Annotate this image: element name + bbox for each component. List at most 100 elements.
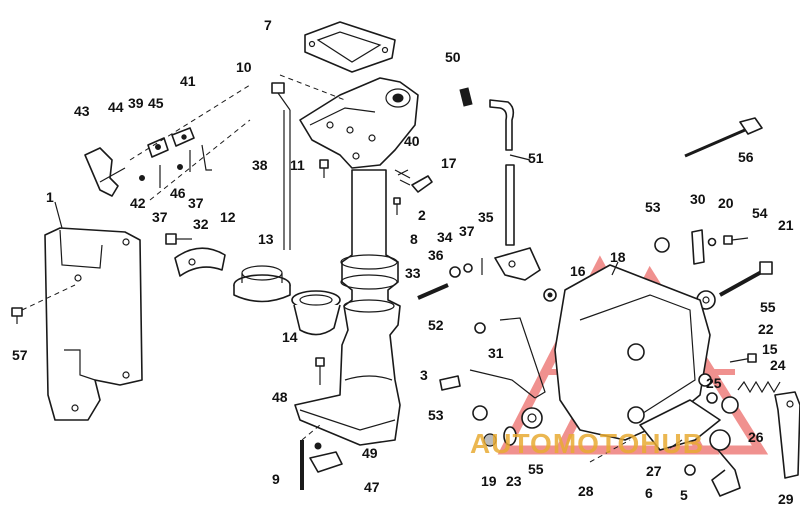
callout-14: 14 [282, 329, 298, 345]
watermark-text: AUTOMOTOHUB [470, 428, 704, 459]
part-26-washer [721, 396, 739, 414]
callout-27: 27 [646, 463, 662, 479]
part-8-housing [294, 169, 401, 446]
callout-24: 24 [770, 357, 786, 373]
part-21-bolt [719, 261, 773, 297]
callout-31: 31 [488, 345, 504, 361]
callout-56: 56 [738, 149, 754, 165]
part-32-bolt [165, 233, 192, 245]
part-17-clip [411, 175, 433, 193]
callout-44: 44 [108, 99, 124, 115]
callout-45: 45 [148, 95, 164, 111]
callout-49: 49 [362, 445, 378, 461]
part-1-shroud [44, 227, 143, 421]
part-5-clamp-screw [709, 429, 741, 497]
callout-34: 34 [437, 229, 453, 245]
callout-57: 57 [12, 347, 28, 363]
callout-32: 32 [193, 216, 209, 232]
part-2-screw [393, 197, 401, 215]
callout-51: 51 [528, 150, 544, 166]
part-53-nut-upper [654, 237, 670, 253]
callout-52: 52 [428, 317, 444, 333]
callout-16: 16 [570, 263, 586, 279]
part-24-spring [737, 380, 781, 394]
callout-40: 40 [404, 133, 420, 149]
callout-50: 50 [445, 49, 461, 65]
part-6-ring [684, 464, 696, 476]
callout-39: 39 [128, 95, 144, 111]
callout-13: 13 [258, 231, 274, 247]
callout-38: 38 [252, 157, 268, 173]
part-34-36 [449, 258, 483, 278]
callout-53-a: 53 [428, 407, 444, 423]
part-10-cap [271, 82, 285, 94]
part-47-plate [309, 451, 343, 473]
part-57-bolt [11, 307, 23, 324]
callout-11: 11 [290, 157, 305, 173]
part-3-block [439, 375, 461, 391]
callout-48: 48 [272, 389, 288, 405]
part-14-mount [291, 290, 341, 336]
part-12-clamp [174, 247, 226, 277]
part-25-nut [698, 373, 718, 404]
part-53-nut-lower [472, 405, 488, 421]
callout-53-b: 53 [645, 199, 661, 215]
part-15-bolt [729, 353, 757, 363]
callout-5: 5 [680, 487, 688, 503]
callout-55-a: 55 [528, 461, 544, 477]
callout-26: 26 [748, 429, 764, 445]
callout-1: 1 [46, 189, 54, 205]
part-29-lever [774, 391, 800, 479]
callout-18: 18 [610, 249, 626, 265]
part-42-46 [139, 164, 183, 181]
callout-19: 19 [481, 473, 497, 489]
callout-43: 43 [74, 103, 90, 119]
part-33-pin [417, 283, 449, 300]
part-51-hoses [489, 99, 515, 246]
callout-55-b: 55 [760, 299, 776, 315]
part-52-screw [474, 322, 486, 334]
part-40-spring [394, 169, 411, 186]
callout-6: 6 [645, 485, 653, 501]
part-35-bracket [494, 247, 541, 281]
callout-41: 41 [180, 73, 196, 89]
part-31-handle [469, 317, 546, 399]
part-37-pins [159, 144, 212, 188]
callout-2: 2 [418, 207, 426, 223]
callout-33: 33 [405, 265, 421, 281]
part-48-bolt [315, 357, 325, 385]
callout-22: 22 [758, 321, 774, 337]
callout-35: 35 [478, 209, 494, 225]
callout-12: 12 [220, 209, 236, 225]
callout-20: 20 [718, 195, 734, 211]
part-45-cam [147, 137, 169, 158]
part-steering-head [299, 77, 419, 169]
part-22-clamp-bracket [554, 264, 721, 451]
part-28-pin [589, 439, 631, 463]
part-16-nut [543, 288, 557, 302]
callout-17: 17 [441, 155, 457, 171]
part-50-fitting [459, 87, 473, 107]
part-27-pin [669, 439, 683, 449]
part-23-washer [503, 426, 517, 446]
callout-36: 36 [428, 247, 444, 263]
callout-10: 10 [236, 59, 252, 75]
part-56-rod [684, 117, 763, 158]
callout-37-c: 37 [188, 195, 204, 211]
part-19-nut [483, 433, 497, 447]
callout-47: 47 [364, 479, 380, 495]
callout-21: 21 [778, 217, 794, 233]
callout-23: 23 [506, 473, 522, 489]
callout-8: 8 [410, 231, 418, 247]
callout-9: 9 [272, 471, 280, 487]
callout-25: 25 [706, 375, 722, 391]
callout-3: 3 [420, 367, 428, 383]
callout-37-b: 37 [152, 209, 168, 225]
part-13-ring [233, 265, 291, 303]
callout-29: 29 [778, 491, 794, 506]
part-55-washer-lower [521, 407, 543, 429]
part-30-20-54 [691, 229, 749, 265]
callout-28: 28 [578, 483, 594, 499]
callout-30: 30 [690, 191, 706, 207]
